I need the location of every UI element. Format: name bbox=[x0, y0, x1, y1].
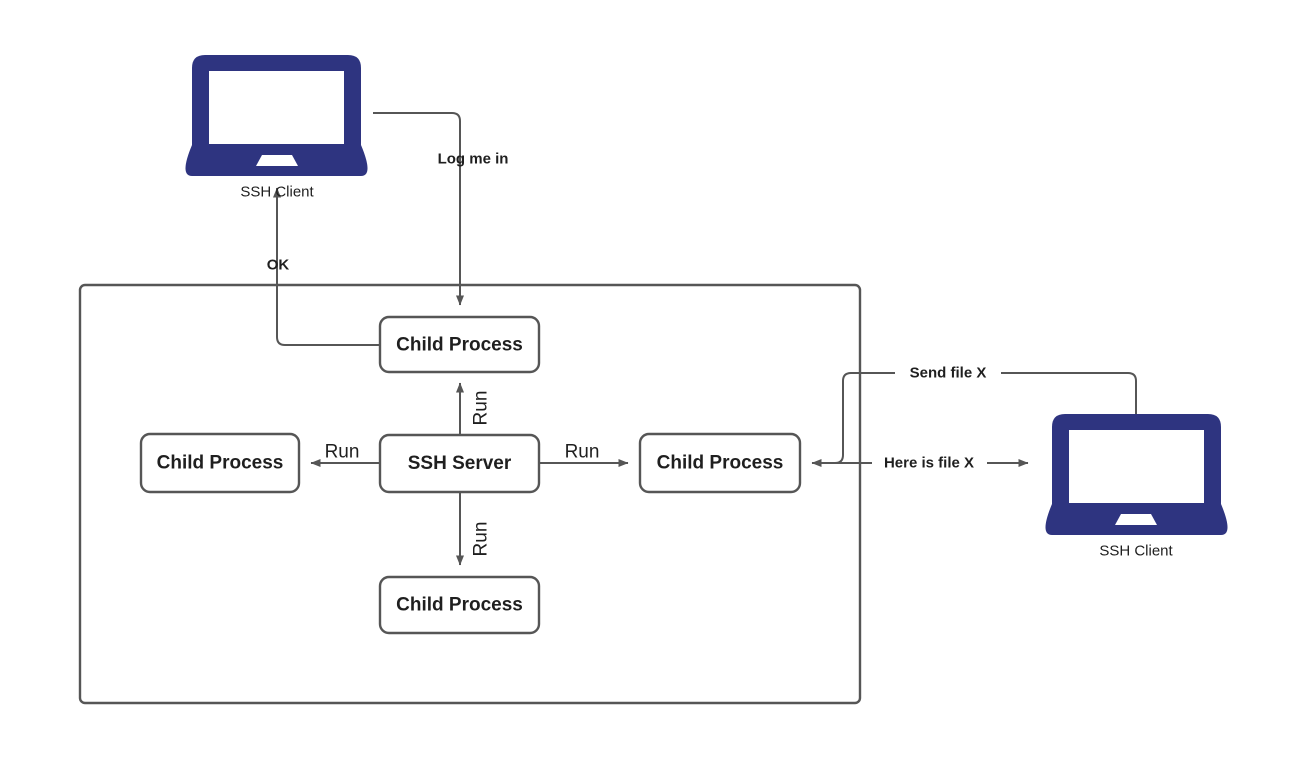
edge-label-here-is-file-x: Here is file X bbox=[884, 455, 974, 472]
edge-ok bbox=[273, 187, 380, 346]
laptop-trackpad-notch-top bbox=[256, 155, 298, 166]
edge-label-log-me-in: Log me in bbox=[438, 151, 509, 168]
edge-label-here-is-file-x-halo bbox=[872, 454, 987, 472]
node-child-right-rect[interactable] bbox=[638, 432, 802, 494]
node-child-left[interactable]: Child Process bbox=[139, 432, 301, 494]
edge-label-send-file-x-halo bbox=[895, 364, 1001, 382]
node-ssh-server[interactable]: SSH Server bbox=[378, 433, 541, 494]
node-ssh-server-label: SSH Server bbox=[408, 453, 512, 474]
laptop-ssh-client-top bbox=[185, 55, 368, 176]
caption-ssh-client-top: SSH Client bbox=[240, 184, 314, 201]
node-child-right[interactable]: Child Process bbox=[638, 432, 802, 494]
edge-label-ok: OK bbox=[267, 257, 290, 274]
ssh-server-host-boundary bbox=[78, 283, 862, 705]
node-child-top[interactable]: Child Process bbox=[378, 315, 541, 374]
node-child-bottom-label: Child Process bbox=[396, 595, 523, 616]
edge-label-send-file-x: Send file X bbox=[910, 365, 987, 382]
caption-ssh-client-right: SSH Client bbox=[1099, 543, 1173, 560]
node-child-bottom[interactable]: Child Process bbox=[378, 575, 541, 635]
laptop-screen-frame-top bbox=[192, 55, 361, 150]
node-ssh-server-rect[interactable] bbox=[378, 433, 541, 494]
edge-send-file-x bbox=[811, 372, 1137, 467]
laptop-trackpad-notch-right bbox=[1115, 514, 1157, 525]
node-child-left-rect[interactable] bbox=[139, 432, 301, 494]
edge-label-run-up: Run bbox=[471, 391, 492, 426]
edge-label-run-right: Run bbox=[565, 442, 600, 463]
edge-label-run-down: Run bbox=[471, 522, 492, 557]
laptop-screen-frame-right bbox=[1052, 414, 1221, 509]
node-child-top-rect[interactable] bbox=[378, 315, 541, 374]
node-child-left-label: Child Process bbox=[157, 453, 284, 474]
edge-label-run-left: Run bbox=[325, 442, 360, 463]
node-child-bottom-rect[interactable] bbox=[378, 575, 541, 635]
laptop-ssh-client-right bbox=[1045, 414, 1228, 535]
node-child-right-label: Child Process bbox=[657, 453, 784, 474]
node-child-top-label: Child Process bbox=[396, 335, 523, 356]
edge-log-me-in bbox=[373, 112, 464, 306]
